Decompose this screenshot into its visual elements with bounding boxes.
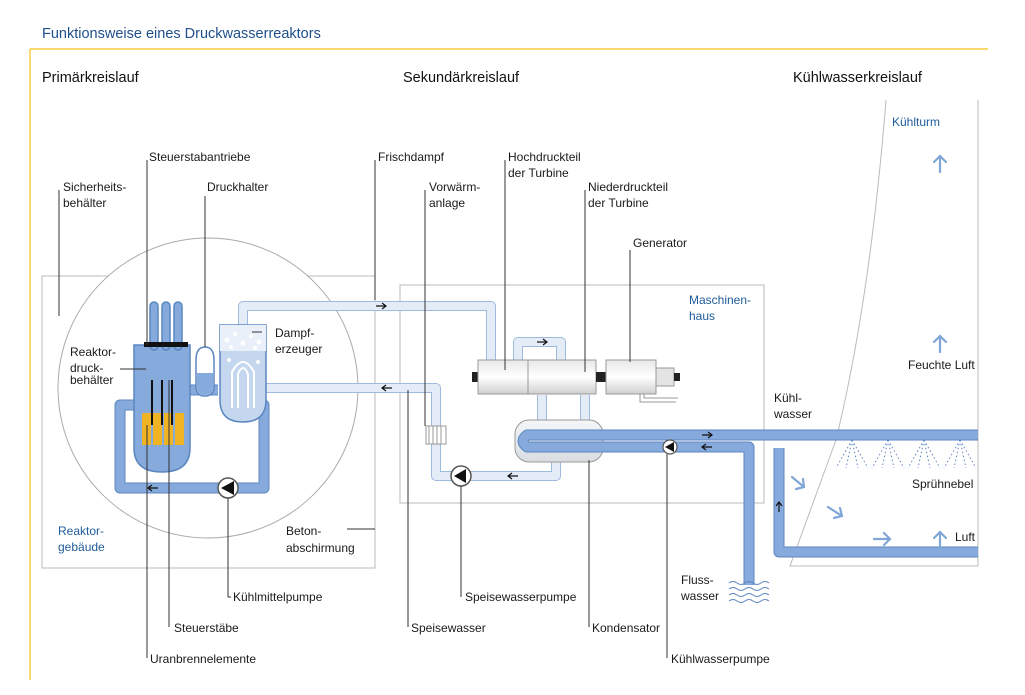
low-pressure-turbine: [527, 359, 597, 395]
label-kuehlturm: Kühlturm: [892, 115, 940, 129]
generator-body: [605, 359, 657, 395]
label-kuehlmittelpumpe: Kühlmittelpumpe: [233, 590, 323, 604]
feedwater-pump-icon: [454, 469, 466, 483]
flow-arrows: [147, 302, 783, 512]
label-reaktor-2: druck-: [70, 361, 103, 375]
cooling-water-pump-icon: [665, 442, 674, 452]
river-waves: [728, 581, 770, 603]
section-cooling: Kühlwasserkreislauf: [793, 70, 923, 86]
label-generator: Generator: [633, 236, 687, 250]
label-maschinen-2: haus: [689, 309, 715, 323]
label-reaktor-3: behälter: [70, 373, 113, 387]
machine-house: [399, 284, 765, 504]
turbine-coupling: [596, 372, 606, 382]
label-gebaeude-2: gebäude: [58, 540, 105, 554]
label-kondensator: Kondensator: [592, 621, 660, 635]
label-sicherheits-2: behälter: [63, 196, 106, 210]
turbine-shaft-left: [472, 372, 478, 382]
label-druckhalter: Druckhalter: [207, 180, 268, 194]
section-primary: Primärkreislauf: [42, 70, 140, 86]
label-niederdruck-1: Niederdruckteil: [588, 180, 668, 194]
label-beton-2: abschirmung: [286, 541, 355, 555]
label-dampf-1: Dampf-: [275, 326, 314, 340]
label-uranbrennelemente: Uranbrennelemente: [150, 652, 256, 666]
air-arrows: [790, 154, 948, 550]
label-frischdampf: Frischdampf: [378, 150, 445, 164]
steam-bubbles: [224, 332, 262, 364]
control-rods: [151, 380, 173, 425]
generator-wires: [639, 394, 678, 403]
label-vorwaerm-2: anlage: [429, 196, 465, 210]
generator-exciter: [655, 367, 675, 387]
label-kuehlwasserpumpe: Kühlwasserpumpe: [671, 652, 770, 666]
control-rod-drives: [144, 301, 188, 351]
label-fluss-1: Fluss-: [681, 573, 714, 587]
label-maschinen-1: Maschinen-: [689, 293, 751, 307]
cooling-loop: [518, 430, 978, 585]
label-reaktor-1: Reaktor-: [70, 345, 116, 359]
label-niederdruck-2: der Turbine: [588, 196, 649, 210]
cooling-tower: [789, 99, 979, 567]
label-kuehlwasser-1: Kühl-: [774, 391, 802, 405]
label-sicherheits-1: Sicherheits-: [63, 180, 126, 194]
coolant-pump-icon: [221, 481, 234, 495]
leader-lines: [58, 160, 668, 658]
label-steuerstaebe: Steuerstäbe: [174, 621, 239, 635]
label-beton-1: Beton-: [286, 524, 321, 538]
label-kuehlwasser-2: wasser: [773, 407, 812, 421]
label-speisewasser: Speisewasser: [411, 621, 486, 635]
label-dampf-2: erzeuger: [275, 342, 322, 356]
label-fluss-2: wasser: [680, 589, 719, 603]
section-secondary: Sekundärkreislauf: [403, 70, 520, 86]
heat-exchanger-tubes: [231, 361, 255, 408]
label-feuchte-luft: Feuchte Luft: [908, 358, 975, 372]
label-speisewasserpumpe: Speisewasserpumpe: [465, 590, 577, 604]
high-pressure-turbine: [477, 359, 529, 395]
label-hochdruck-1: Hochdruckteil: [508, 150, 581, 164]
sprinkler-spray: [835, 439, 977, 469]
label-spruehnebel: Sprühnebel: [912, 477, 973, 491]
label-hochdruck-2: der Turbine: [508, 166, 569, 180]
diagram-title: Funktionsweise eines Druckwasserreaktors: [42, 26, 321, 42]
generator-end: [674, 373, 680, 381]
label-luft: Luft: [955, 530, 976, 544]
label-vorwaerm-1: Vorwärm-: [429, 180, 480, 194]
label-gebaeude-1: Reaktor-: [58, 524, 104, 538]
label-steuerstabantriebe: Steuerstabantriebe: [149, 150, 251, 164]
